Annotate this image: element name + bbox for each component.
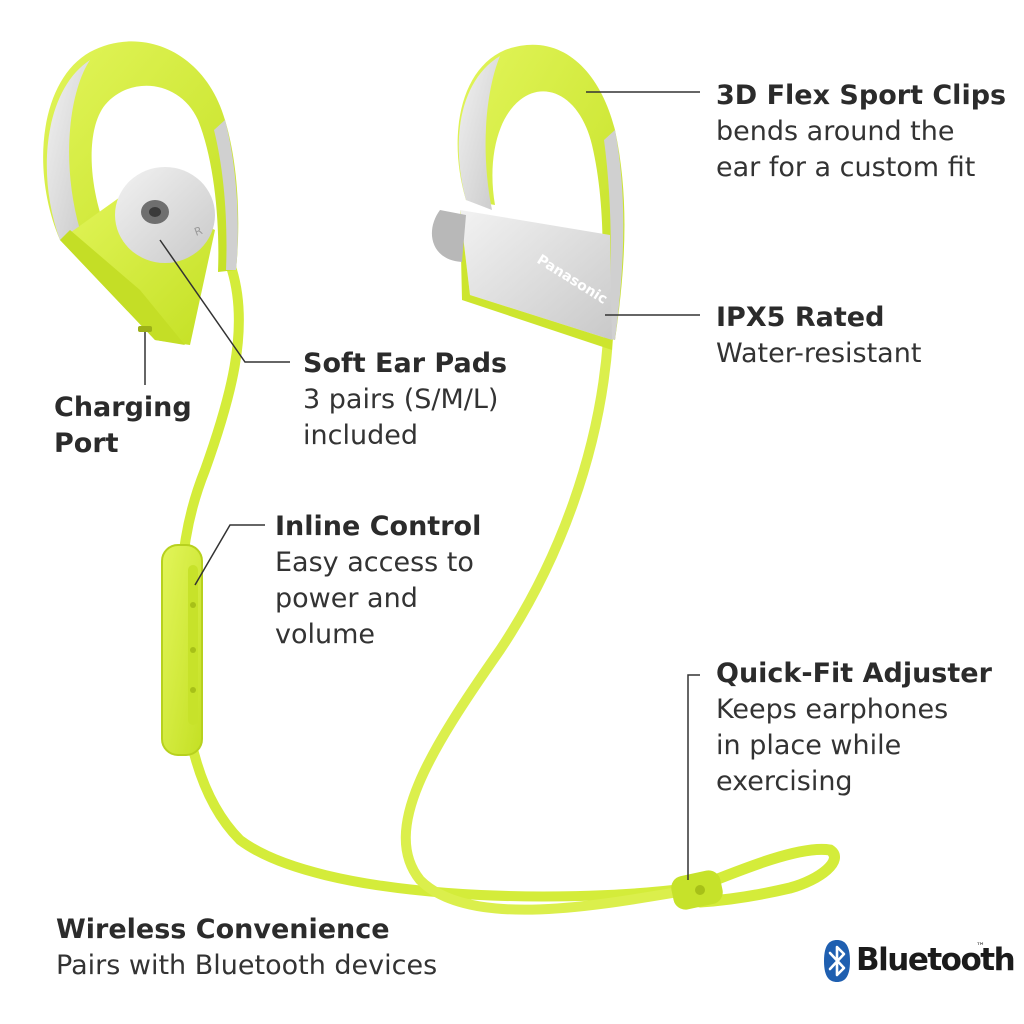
- callout-title: IPX5 Rated: [716, 302, 885, 333]
- callout-title: Quick-Fit Adjuster: [716, 658, 992, 689]
- leader-ear-pads: [159, 239, 290, 363]
- leader-adjuster: [687, 674, 700, 880]
- callout-title: 3D Flex Sport Clips: [716, 80, 1007, 111]
- trademark-mark: ™: [976, 942, 985, 952]
- callout-desc: Easy access to power and volume: [275, 547, 474, 650]
- bluetooth-icon: [824, 940, 850, 982]
- callout-desc: Keeps earphones in place while exercisin…: [716, 694, 949, 797]
- earbud-side-mark: R: [193, 224, 205, 239]
- bluetooth-wordmark: Bluetooth: [856, 942, 1016, 978]
- callout-ipx5: IPX5 Rated Water-resistant: [716, 300, 921, 372]
- right-ear-hook: [457, 44, 625, 340]
- callout-title: Inline Control: [275, 511, 482, 542]
- cable-right: [400, 335, 695, 915]
- callout-charging: Charging Port: [54, 390, 192, 462]
- callout-inline-control: Inline Control Easy access to power and …: [275, 509, 481, 653]
- callout-desc: 3 pairs (S/M/L) included: [303, 384, 499, 451]
- right-earbud-body: [460, 210, 612, 340]
- callout-title: Charging Port: [54, 392, 192, 459]
- callout-adjuster: Quick-Fit Adjuster Keeps earphones in pl…: [716, 656, 992, 800]
- callout-title: Soft Ear Pads: [303, 348, 508, 379]
- cable-loop: [684, 843, 840, 908]
- callout-wireless: Wireless Convenience Pairs with Bluetoot…: [56, 912, 437, 984]
- left-ear-hook: [43, 41, 239, 272]
- callout-desc: bends around the ear for a custom fit: [716, 116, 976, 183]
- callout-desc: Pairs with Bluetooth devices: [56, 950, 438, 981]
- charging-port: [138, 326, 152, 332]
- callout-flex-clips: 3D Flex Sport Clips bends around the ear…: [716, 78, 1006, 186]
- callout-desc: Water-resistant: [716, 338, 922, 369]
- leader-inline: [194, 524, 265, 586]
- callout-ear-pads: Soft Ear Pads 3 pairs (S/M/L) included: [303, 346, 507, 454]
- callout-title: Wireless Convenience: [56, 914, 390, 945]
